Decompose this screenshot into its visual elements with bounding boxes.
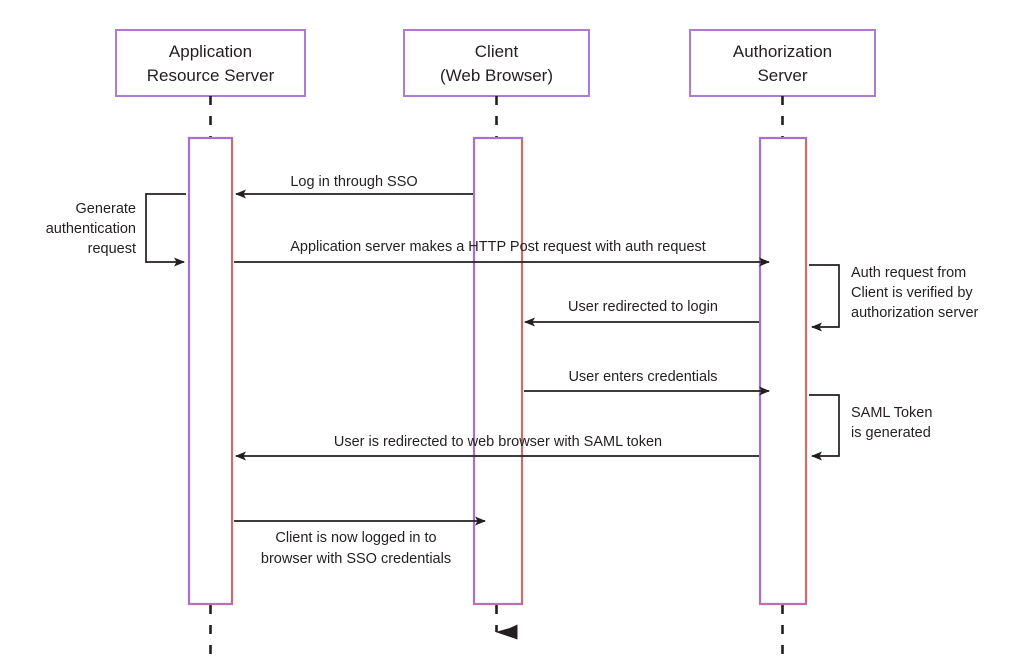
participant-label-client-line2: (Web Browser) bbox=[440, 66, 553, 85]
participant-box-client[interactable] bbox=[403, 29, 590, 97]
self-message-label-s2-line2: Client is verified by bbox=[851, 285, 973, 301]
message-label-m4: User enters credentials bbox=[568, 369, 717, 385]
participant-label-auth-line1: Authorization bbox=[733, 42, 832, 61]
participant-header-auth[interactable]: Authorization Server bbox=[689, 29, 876, 97]
message-log-in-through-sso[interactable]: Log in through SSO bbox=[235, 174, 473, 199]
message-label-m6-line1: Client is now logged in to bbox=[275, 530, 436, 546]
message-user-enters-credentials[interactable]: User enters credentials bbox=[524, 369, 770, 396]
message-user-redirected-to-login[interactable]: User redirected to login bbox=[524, 299, 759, 327]
self-message-generate-auth-request[interactable]: Generate authentication request bbox=[46, 193, 186, 267]
activation-bar-auth[interactable] bbox=[758, 136, 808, 606]
self-message-label-s1-line3: request bbox=[88, 241, 136, 257]
self-message-label-s3-line1: SAML Token bbox=[851, 405, 932, 421]
message-label-m5: User is redirected to web browser with S… bbox=[334, 434, 662, 450]
participant-label-app-line2: Resource Server bbox=[147, 66, 275, 85]
message-label-m3: User redirected to login bbox=[568, 299, 718, 315]
message-client-logged-in[interactable]: Client is now logged in to browser with … bbox=[234, 516, 486, 567]
message-label-m6-line2: browser with SSO credentials bbox=[261, 551, 451, 567]
activation-bar-app[interactable] bbox=[187, 136, 234, 606]
self-message-path-s3 bbox=[809, 394, 840, 461]
participant-box-app[interactable] bbox=[115, 29, 306, 97]
message-user-redirected-with-saml-token[interactable]: User is redirected to web browser with S… bbox=[235, 434, 759, 461]
participant-label-client-line1: Client bbox=[475, 42, 519, 61]
self-message-label-s1-line1: Generate bbox=[76, 201, 136, 217]
self-message-label-s2-line1: Auth request from bbox=[851, 265, 966, 281]
message-label-m2: Application server makes a HTTP Post req… bbox=[290, 239, 706, 255]
message-http-post-auth-request[interactable]: Application server makes a HTTP Post req… bbox=[234, 239, 770, 267]
participant-header-app[interactable]: Application Resource Server bbox=[115, 29, 306, 97]
self-message-saml-token-generated[interactable]: SAML Token is generated bbox=[809, 394, 932, 461]
participant-box-auth[interactable] bbox=[689, 29, 876, 97]
self-message-auth-request-verified[interactable]: Auth request from Client is verified by … bbox=[809, 264, 979, 332]
participant-label-auth-line2: Server bbox=[757, 66, 807, 85]
self-message-path-s1 bbox=[145, 193, 186, 267]
participant-header-client[interactable]: Client (Web Browser) bbox=[403, 29, 590, 97]
self-message-label-s1-line2: authentication bbox=[46, 221, 136, 237]
self-message-path-s2 bbox=[809, 264, 840, 332]
message-label-m1: Log in through SSO bbox=[290, 174, 417, 190]
participant-label-app-line1: Application bbox=[169, 42, 252, 61]
activation-bar-client[interactable] bbox=[472, 136, 524, 606]
self-message-label-s3-line2: is generated bbox=[851, 425, 931, 441]
self-message-label-s2-line3: authorization server bbox=[851, 305, 979, 321]
